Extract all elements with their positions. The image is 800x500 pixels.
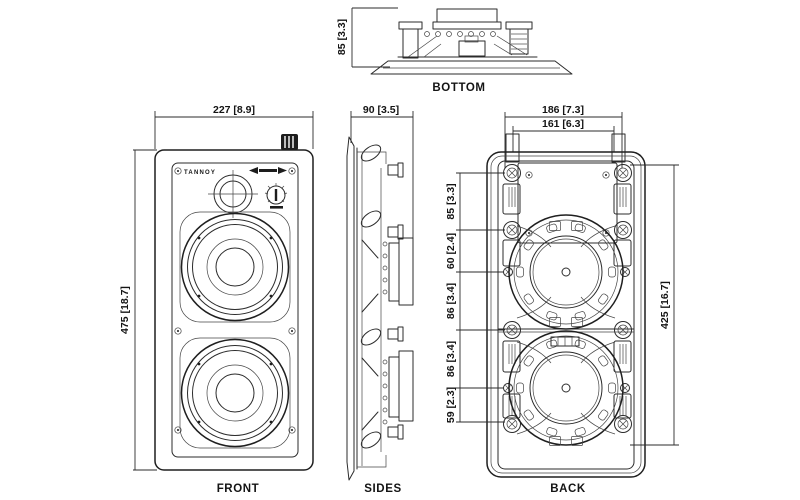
spring: [619, 343, 627, 365]
basket-vent-slot: [574, 426, 587, 437]
terminal: [571, 221, 583, 231]
baffle-screw: [288, 167, 296, 175]
plate-screw: [602, 171, 610, 179]
side-depth-dimension: 90 [3.5]: [350, 104, 414, 238]
tweeter: [208, 170, 258, 218]
dog-screw: [503, 321, 521, 339]
back-inner-width-dimension: 161 [6.3]: [512, 118, 615, 152]
basket-vent-slot: [545, 223, 558, 234]
mounting-tab: [505, 133, 520, 163]
chain-dim-text-3: 86 [3.4]: [445, 283, 457, 319]
bottom-depth-dim-text: 85 [3.3]: [336, 19, 348, 55]
amp-plate: [517, 162, 618, 244]
bottom-chassis: [397, 8, 538, 59]
front-width-dimension: 227 [8.9]: [154, 104, 314, 149]
lower-woofer: [179, 337, 291, 449]
frame-screw: [503, 383, 513, 393]
side-view: 90 [3.5]: [346, 104, 414, 495]
clamp-dogs: [360, 144, 382, 449]
frame-screw: [503, 267, 513, 277]
side-depth-dim-text: 90 [3.5]: [363, 104, 399, 116]
dog-screw: [614, 321, 632, 339]
basket-vent-slot: [608, 382, 616, 394]
side-vent-holes: [382, 241, 388, 425]
dog-tabs-right: [613, 183, 632, 419]
dog-tabs-left: [502, 183, 521, 419]
driver-basket-lower: [508, 330, 624, 446]
front-height-dimension: 475 [18.7]: [119, 149, 157, 471]
baffle-screw: [174, 327, 182, 335]
chain-dim-text-2: 60 [2.4]: [445, 233, 457, 269]
back-height-dim-text: 425 [16.7]: [659, 281, 671, 329]
front-bezel-flange: [346, 136, 358, 481]
frame-screw: [620, 267, 630, 277]
bottom-trim-flange: [370, 60, 573, 75]
driver-basket-upper: [508, 214, 624, 330]
front-view: 227 [8.9] 475 [18.7] TANNOY: [119, 104, 314, 495]
woofer-magnet-lower: [388, 350, 414, 422]
clamp-tower-left: [398, 21, 423, 59]
bottom-view: 85 [3.3]: [336, 7, 573, 94]
front-height-dim-text: 475 [18.7]: [119, 286, 131, 334]
spring: [619, 395, 627, 417]
knob-caption: [270, 206, 283, 209]
bottom-depth-dimension: 85 [3.3]: [336, 7, 398, 68]
basket-vent-slot: [608, 266, 616, 278]
baffle-screw: [288, 327, 296, 335]
chain-dim-text-1: 85 [3.3]: [445, 183, 457, 219]
basket-vent-slot: [574, 223, 587, 234]
bottom-view-label: BOTTOM: [432, 82, 485, 94]
upper-woofer: [179, 211, 291, 323]
basket-vent-slot: [545, 426, 558, 437]
clamp-tower-right: [505, 21, 533, 55]
side-view-label: SIDES: [364, 483, 402, 495]
front-baffle: [171, 162, 299, 458]
back-left-dimension-chain: 85 [3.3] 60 [2.4] 86 [3.4] 86 [3.4] 59 […: [445, 172, 505, 423]
magnet-top: [436, 8, 498, 23]
front-view-label: FRONT: [217, 483, 260, 495]
basket-vent-slot: [574, 339, 587, 350]
plate-screw: [525, 171, 533, 179]
back-view-label: BACK: [550, 483, 586, 495]
chain-dim-text-4: 86 [3.4]: [445, 341, 457, 377]
basket-vent-slot: [545, 310, 558, 321]
terminal: [549, 221, 561, 231]
basket-vent-slot: [574, 310, 587, 321]
back-outer-width-dim-text: 186 [7.3]: [542, 104, 584, 116]
back-outer-width-dimension: 186 [7.3]: [504, 104, 623, 168]
baffle-screw: [174, 167, 182, 175]
spring: [508, 186, 516, 208]
mounting-bolts: [387, 162, 404, 440]
woofer-magnet-upper: [388, 237, 414, 306]
chain-dim-text-5: 59 [2.3]: [445, 387, 457, 423]
brand-logo-text: TANNOY: [184, 170, 216, 176]
terminal-block: [458, 35, 486, 57]
basket-vent-slot: [516, 266, 524, 278]
dual-concentric-badge: [249, 167, 287, 174]
frame-screw: [620, 383, 630, 393]
basket-vent-slot: [545, 339, 558, 350]
top-adjust-knob: [281, 134, 298, 150]
back-inner-width-dim-text: 161 [6.3]: [542, 118, 584, 130]
level-control-knob: [264, 183, 288, 209]
front-outer-frame: [154, 149, 314, 471]
spring: [619, 186, 627, 208]
back-view: 186 [7.3] 161 [6.3]: [445, 104, 679, 495]
mounting-tab: [611, 133, 626, 163]
back-shell: [486, 133, 646, 478]
basket-vent-slot: [516, 382, 524, 394]
spring: [508, 343, 516, 365]
front-width-dim-text: 227 [8.9]: [213, 104, 255, 116]
basket-vents: [424, 31, 496, 37]
side-chassis: [357, 151, 388, 468]
back-height-dimension: 425 [16.7]: [630, 164, 679, 446]
